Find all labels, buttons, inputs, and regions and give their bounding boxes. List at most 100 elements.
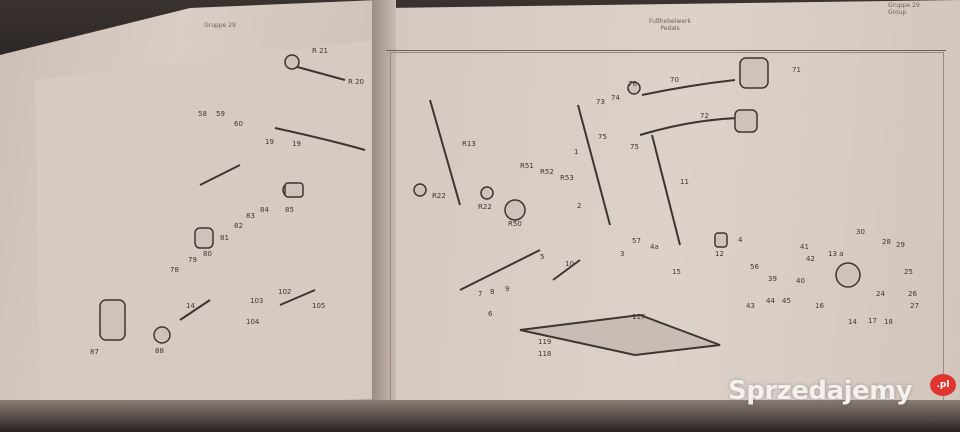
part-label: 78: [170, 266, 179, 274]
part-label: 10: [565, 260, 574, 268]
washer: [480, 186, 494, 200]
part-label: 44: [766, 297, 775, 305]
part-label: 2: [577, 202, 582, 210]
part-label: 56: [750, 263, 759, 271]
part-label: 42: [806, 255, 815, 263]
group-label: Gruppe 29 Group: [888, 2, 948, 16]
pedal-lever-1: [577, 104, 611, 226]
page-edge: [0, 400, 960, 432]
part-label: 28: [882, 238, 891, 246]
part-label: 117: [632, 313, 646, 321]
bearing-80: [194, 227, 214, 249]
part-label: 75: [598, 133, 607, 141]
part-label: 40: [796, 277, 805, 285]
part-label: 12: [715, 250, 724, 258]
pedal-lever-11: [651, 134, 681, 246]
spring-19: [199, 164, 241, 186]
washer: [413, 183, 427, 197]
part-label: 83: [246, 212, 255, 220]
left-page-diagram-area: [35, 40, 388, 412]
part-label: 24: [876, 290, 885, 298]
part-label: 103: [250, 297, 264, 305]
part-label: R22: [432, 192, 446, 200]
part-label: 14: [186, 302, 195, 310]
rod-r20: [289, 64, 346, 81]
part-label: 74: [611, 94, 620, 102]
part-label: 104: [246, 318, 260, 326]
part-label: 4: [738, 236, 743, 244]
part-label: 25: [904, 268, 913, 276]
bushing-85: [284, 182, 304, 198]
rod-19: [274, 127, 366, 151]
part-label: 72: [700, 112, 709, 120]
part-label: 18: [884, 318, 893, 326]
part-label: 13 a: [828, 250, 844, 258]
part-label: R53: [560, 174, 574, 182]
part-label: 70: [670, 76, 679, 84]
spring-14: [179, 299, 211, 321]
part-label: 76: [628, 80, 637, 88]
part-label: 105: [312, 302, 326, 310]
part-label: 102: [278, 288, 292, 296]
part-label: 80: [203, 250, 212, 258]
part-label: 11: [680, 178, 689, 186]
header-title-en: Pedals: [660, 25, 680, 32]
part-label: 7: [478, 290, 483, 298]
part-label: 57: [632, 237, 641, 245]
pad-88: [153, 326, 171, 344]
part-label: 26: [908, 290, 917, 298]
rod-70: [641, 79, 736, 96]
part-label: 5: [540, 253, 545, 261]
watermark-badge: .pl: [930, 374, 956, 396]
header-rule: [386, 50, 946, 51]
group-de: Gruppe 29: [888, 2, 920, 9]
part-label: 14: [848, 318, 857, 326]
part-label: R 20: [348, 78, 364, 86]
part-label: 19: [292, 140, 301, 148]
part-label: R22: [478, 203, 492, 211]
part-label: R 21: [312, 47, 328, 55]
part-label: 84: [260, 206, 269, 214]
part-label: 82: [234, 222, 243, 230]
part-label: 73: [596, 98, 605, 106]
part-label: 59: [216, 110, 225, 118]
part-label: 118: [538, 350, 552, 358]
part-label: 71: [792, 66, 801, 74]
pedal-pad-87: [99, 299, 126, 341]
pedal-pad-72: [734, 109, 758, 133]
part-label: R13: [462, 140, 476, 148]
part-label: 30: [856, 228, 865, 236]
plate-117: [519, 313, 721, 357]
spring-105: [279, 289, 316, 306]
part-label: 81: [220, 234, 229, 242]
part-label: 16: [815, 302, 824, 310]
part-label: 6: [488, 310, 493, 318]
part-label: 39: [768, 275, 777, 283]
part-label: 75: [630, 143, 639, 151]
part-label: 17: [868, 317, 877, 325]
pedal-pad-71: [739, 57, 769, 89]
part-label: 43: [746, 302, 755, 310]
rod-5: [459, 249, 541, 291]
part-label: 87: [90, 348, 99, 356]
part-label: 41: [800, 243, 809, 251]
page-number: 147: [927, 416, 939, 423]
part-label: 15: [672, 268, 681, 276]
part-label: 8: [490, 288, 495, 296]
part-label: 19: [265, 138, 274, 146]
bracket-r50: [504, 199, 526, 221]
rod-72: [639, 117, 739, 136]
part-label: 85: [285, 206, 294, 214]
part-label: 3: [620, 250, 625, 258]
part-label: R50: [508, 220, 522, 228]
bushing-12: [714, 232, 728, 248]
part-label: 4a: [650, 243, 659, 251]
page-header: Fußhebelwerk Pedals: [620, 18, 720, 32]
part-label: 27: [910, 302, 919, 310]
part-label: R51: [520, 162, 534, 170]
part-label: R52: [540, 168, 554, 176]
left-header: Gruppe 29: [204, 22, 236, 29]
part-label: 45: [782, 297, 791, 305]
spring-10: [552, 259, 581, 281]
